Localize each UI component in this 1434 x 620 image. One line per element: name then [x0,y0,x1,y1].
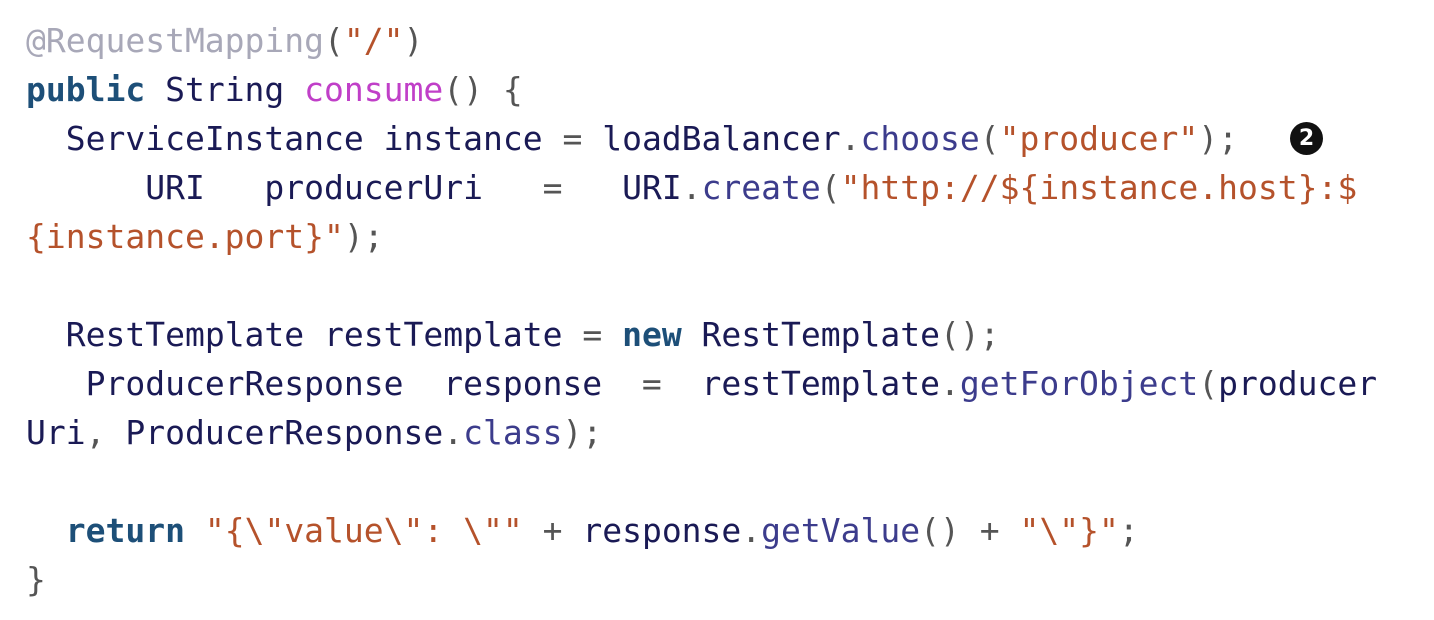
type-token: RestTemplate [65,315,305,354]
annotation-token: @RequestMapping [26,21,325,60]
object-token: response [582,511,742,550]
string-token: {instance.port}" [26,217,344,256]
code-line-9: Uri, ProducerResponse.class); [26,408,1426,457]
type-token: ProducerResponse [85,364,404,403]
callout-number-badge: 2 [1290,122,1323,155]
operator-token: = [641,364,662,403]
type-token: RestTemplate [681,315,940,354]
space [562,168,622,207]
dot-token: . [939,364,960,403]
code-line-1: @RequestMapping("/") [26,16,1426,65]
keyword-token: public [26,70,146,109]
keyword-token: new [622,315,682,354]
indent [26,119,66,158]
space [185,511,205,550]
indent [26,364,86,403]
dot-token: . [681,168,702,207]
paren-token: ( [324,21,344,60]
paren-token: ( [979,119,1000,158]
operator-token: = [562,119,583,158]
space [662,364,702,403]
type-token: String [145,70,305,109]
type-token: URI [145,168,205,207]
operator-token: + [959,511,1020,550]
brace-token: } [26,560,46,599]
operator-token: = [582,315,603,354]
method-name-token: consume [304,70,444,109]
paren-token: ( [820,168,841,207]
operator-token: = [542,168,563,207]
string-token: "producer" [999,119,1199,158]
method-call-token: create [701,168,821,207]
code-line-10-blank [26,457,1426,506]
method-call-token: choose [860,119,980,158]
variable-token: instance [363,119,563,158]
object-token: restTemplate [701,364,940,403]
code-line-4: URI producerUri = URI.create("http://${i… [26,163,1426,212]
class-literal-token: class [463,413,563,452]
variable-token: response [403,364,642,403]
punctuation-token: ); [562,413,603,452]
paren-token: ) [403,21,424,60]
string-token: "http://${instance.host}:$ [840,168,1358,207]
string-token: "\"}" [1019,511,1119,550]
paren-token: () [920,511,960,550]
code-line-6-blank [26,261,1426,310]
code-listing: @RequestMapping("/") public String consu… [26,16,1426,604]
code-line-11: return "{\"value\": \"" + response.getVa… [26,506,1426,555]
variable-token: producerUri [204,168,543,207]
indent [26,168,145,207]
code-line-8: ProducerResponse response = restTemplate… [26,359,1426,408]
keyword-token: return [65,511,185,550]
space [602,315,622,354]
code-line-2: public String consume() { [26,65,1426,114]
object-token: URI [622,168,682,207]
indent [26,511,66,550]
operator-token: + [522,511,583,550]
indent [26,315,66,354]
argument-token: producer [1218,364,1378,403]
type-token: ProducerResponse [105,413,444,452]
object-token: loadBalancer [602,119,841,158]
paren-token: ( [1198,364,1219,403]
punctuation-token: ); [1198,119,1239,158]
method-call-token: getValue [761,511,921,550]
code-line-12: } [26,555,1426,604]
variable-token: restTemplate [304,315,583,354]
punctuation-token: ); [343,217,384,256]
dot-token: . [443,413,464,452]
string-token: "{\"value\": \"" [204,511,523,550]
space [582,119,602,158]
punctuation-token: (); [939,315,1000,354]
string-token: "/" [343,21,404,60]
dot-token: . [840,119,861,158]
punctuation-token: () { [443,70,523,109]
code-line-5: {instance.port}"); [26,212,1426,261]
punctuation-token: ; [1118,511,1139,550]
dot-token: . [741,511,762,550]
method-call-token: getForObject [959,364,1199,403]
code-line-3: ServiceInstance instance = loadBalancer.… [26,114,1426,163]
code-line-7: RestTemplate restTemplate = new RestTemp… [26,310,1426,359]
type-token: ServiceInstance [65,119,364,158]
argument-token: Uri [26,413,86,452]
comma-token: , [85,413,106,452]
